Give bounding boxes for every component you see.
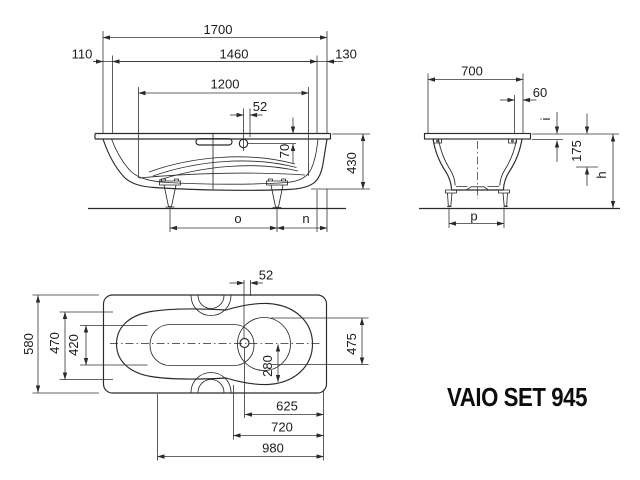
dim-label-right-offset: 130 [335,47,357,62]
dim-label-plan-overflow-offset: 52 [259,268,273,283]
side-right-foot [266,178,288,208]
side-extension-lines [93,31,370,232]
dim-label-foot-span-p: p [470,209,477,224]
dim-label-rim-drop-i: i [538,117,553,120]
dim-label-rim-length: 1460 [220,47,249,62]
dim-label-grip-to-right: 720 [271,420,293,435]
end-inner-shell [438,139,517,191]
plan-grip-arcs [190,295,232,393]
dim-label-overall-length: 1700 [204,22,233,37]
plan-seat-circle [237,317,291,371]
dim-label-drain-to-edge: 280 [260,355,275,377]
side-floor-line [138,172,306,179]
plan-bowl-outline [115,302,314,386]
dim-label-drain-to-right: 625 [276,399,298,414]
dim-label-foot-to-end-n: n [302,211,309,226]
drain-hole [239,337,250,349]
side-left-foot [159,178,181,208]
side-waterline-curves [148,156,299,181]
plan-dimensions: 52 580 470 420 280 475 625 720 980 [21,268,369,461]
product-title: VAIO SET 945 [447,382,587,412]
dim-label-overflow-below-rim: 70 [277,144,292,158]
side-tub-drawing [88,132,346,210]
plan-outer-rim [102,294,328,394]
side-inner-shell [111,138,319,185]
end-rim-clips [433,138,517,144]
dim-label-end-width: 700 [461,64,483,79]
plan-extension-lines [32,280,369,461]
grip-handle [195,138,233,146]
dim-label-side-overflow-offset: 52 [253,99,267,114]
dim-label-foot-span-o: o [234,211,241,226]
end-view: 700 60 i 175 h p [419,64,620,228]
end-right-foot [498,189,510,207]
side-outer-shell [102,138,328,191]
plan-view: 52 580 470 420 280 475 625 720 980 [21,268,369,461]
end-extension-lines [427,73,619,228]
end-clip-bolt-left [436,139,439,143]
end-rim [423,132,532,140]
dim-label-tub-height: 430 [344,152,359,174]
end-dimensions: 700 60 i 175 h p [427,64,619,228]
dim-label-end-overflow-offset: 60 [533,85,547,100]
dim-label-floor-width: 420 [66,334,81,356]
dim-label-step-to-right: 980 [262,441,284,456]
end-tub-drawing [419,132,620,210]
dim-label-inner-width: 470 [47,332,62,354]
dim-label-seat-width: 475 [344,333,359,355]
dim-label-overall-width: 580 [21,333,36,355]
end-left-foot [445,189,457,207]
end-clip-bolt-right [511,139,514,143]
side-view: 1700 110 1460 130 1200 52 70 430 o n [72,22,370,232]
dim-label-left-offset: 110 [72,47,93,62]
plan-tub-drawing [102,294,328,394]
side-dimensions: 1700 110 1460 130 1200 52 70 430 o n [72,22,370,232]
dim-label-depth-175: 175 [569,140,584,162]
dim-label-floor-length: 1200 [211,77,240,92]
plan-floor-outline [149,324,255,366]
dim-label-total-height-h: h [594,171,609,178]
